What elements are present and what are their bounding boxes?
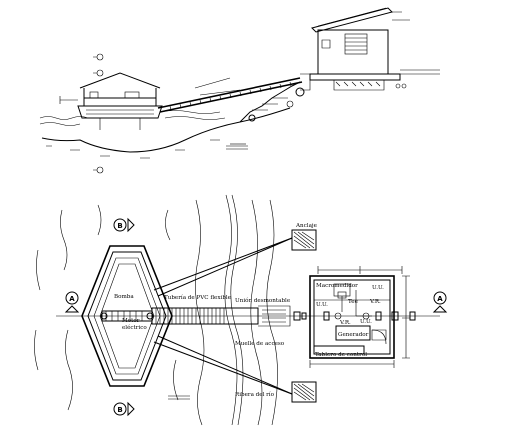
plan-view: A A B B Anclaje Bomba Motor eléctrico Tu… [34,194,448,426]
marker-b-bottom-letter: B [117,406,122,414]
scale-bar [226,143,248,150]
elevation-view [39,7,440,174]
slope-steps [239,81,305,123]
label-muelle: Muelle de acceso [235,341,285,347]
label-uu-3: U.U. [360,319,372,325]
label-tee: Tee [348,299,359,305]
anchor-top [291,229,317,251]
label-vr-2: V.R. [339,320,351,326]
label-anclaje: Anclaje [295,223,318,229]
label-ribera: Ribera del río [235,391,275,398]
label-electrico: eléctrico [122,324,147,331]
label-uu-2: U.U. [316,302,328,308]
section-marker-b-bottom: B [113,401,135,417]
pipe-guides [153,237,293,395]
label-macromedidor: Macromedidor [316,283,358,289]
marker-b-top-letter: B [117,222,122,230]
elevation-markers [93,53,104,174]
label-uu-1: U.U. [372,285,384,291]
label-vr-1: V.R. [369,299,381,305]
label-union: Unión desmontable [235,297,291,304]
label-motor: Motor [122,318,140,324]
hexagon-pontoon [81,245,173,387]
pontoon-house [59,72,163,130]
label-tablero: Tablero de control [315,352,367,358]
pipe-fittings [293,311,416,321]
section-marker-a-left: A [64,291,80,313]
pump-house-plan [309,266,410,368]
access-pier [151,305,291,327]
section-marker-a-right: A [432,291,448,313]
plan-scale-bar [168,395,190,400]
label-tuberia: Tubería de PVC flexible [164,294,232,301]
inclined-pipe [157,77,303,113]
anchor-bottom [291,381,317,403]
marker-a-left-letter: A [69,295,75,303]
marker-a-right-letter: A [437,295,443,303]
pump-house-section [300,7,440,91]
label-bomba: Bomba [114,294,134,300]
label-generador: Generador [338,332,369,338]
section-marker-b-top: B [113,217,135,233]
